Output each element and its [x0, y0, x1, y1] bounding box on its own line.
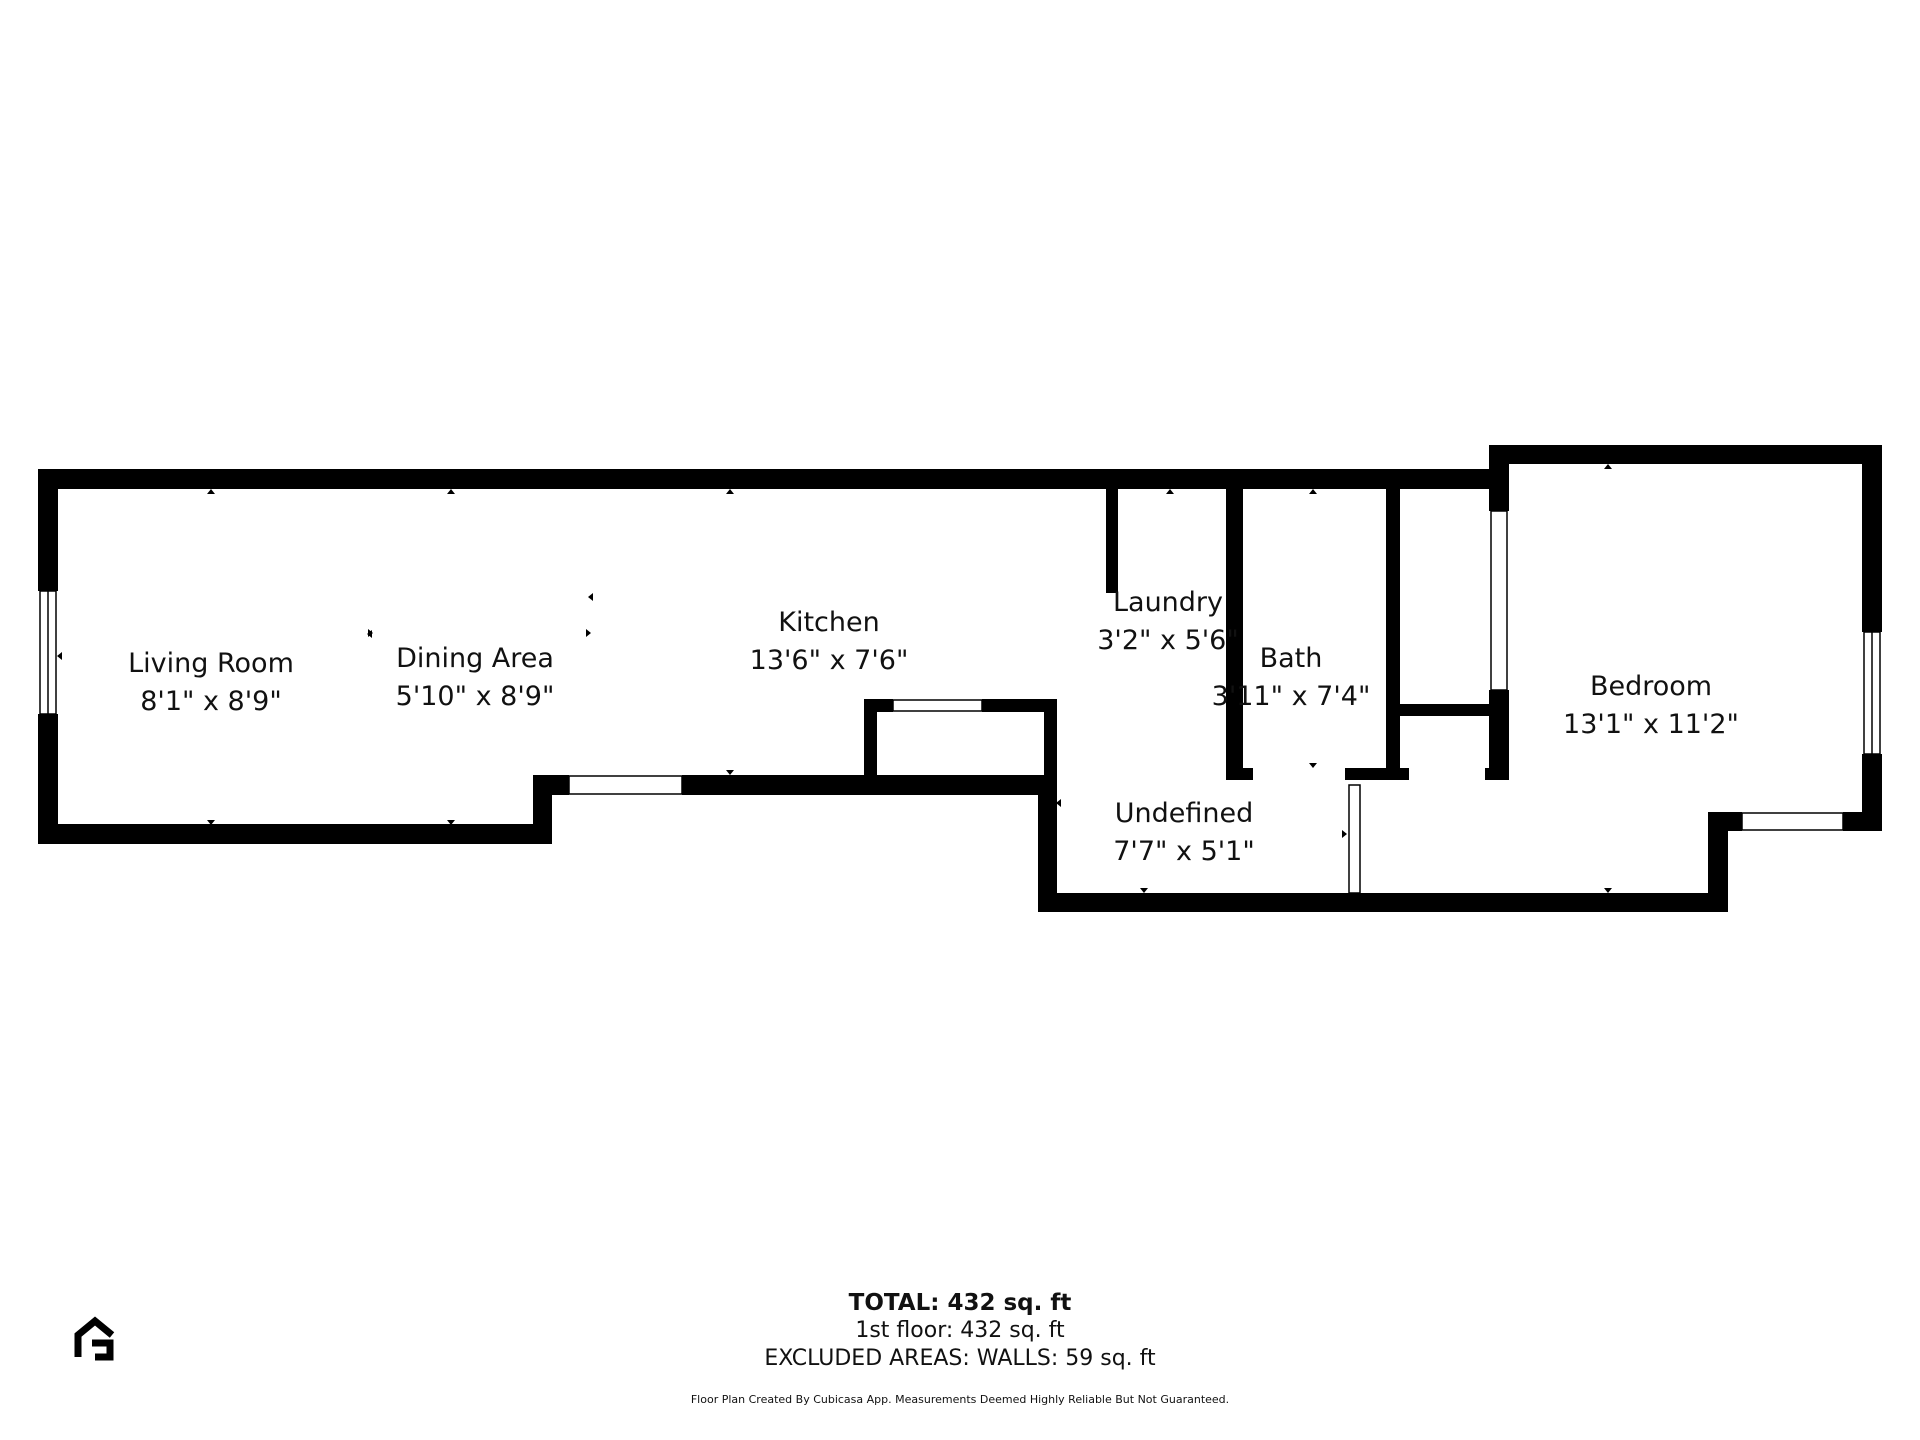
room-name: Laundry: [1112, 587, 1224, 618]
room-dimensions: 13'6" x 7'6": [749, 645, 909, 676]
windows: [39, 510, 1881, 894]
room-dimensions: 7'7" x 5'1": [1113, 836, 1255, 867]
room-laundry: Laundry 3'2" x 5'6": [1097, 584, 1239, 660]
room-name: Bath: [1259, 643, 1323, 674]
door-undefined: [1348, 784, 1361, 894]
room-dining-area: Dining Area 5'10" x 8'9": [396, 640, 555, 716]
room-name: Bedroom: [1589, 671, 1713, 702]
floor-area: 1st floor: 432 sq. ft: [855, 1318, 1065, 1343]
window-kitchen: [892, 699, 983, 712]
dimension-markers: [57, 464, 1612, 893]
disclaimer: Floor Plan Created By Cubicasa App. Meas…: [690, 1393, 1230, 1406]
room-name: Kitchen: [778, 607, 880, 638]
window-bedroom-bottom: [1741, 812, 1844, 831]
door-opening: [568, 775, 683, 795]
room-dimensions: 3'11" x 7'4": [1211, 681, 1371, 712]
total-area: TOTAL: 432 sq. ft: [848, 1290, 1072, 1316]
room-dimensions: 5'10" x 8'9": [395, 681, 555, 712]
room-dimensions: 8'1" x 8'9": [140, 686, 282, 717]
walls: [38, 445, 1882, 912]
room-living-room: Living Room 8'1" x 8'9": [128, 645, 294, 721]
room-kitchen: Kitchen 13'6" x 7'6": [750, 604, 909, 680]
room-name: Dining Area: [396, 643, 554, 674]
cubicasa-logo-icon: [74, 1316, 115, 1361]
excluded-areas: EXCLUDED AREAS: WALLS: 59 sq. ft: [764, 1346, 1156, 1371]
room-undefined: Undefined 7'7" x 5'1": [1113, 795, 1255, 871]
room-name: Undefined: [1114, 798, 1254, 829]
door-bedroom: [1490, 510, 1508, 691]
room-bedroom: Bedroom 13'1" x 11'2": [1563, 668, 1739, 744]
room-dimensions: 3'2" x 5'6": [1097, 625, 1239, 656]
room-bath: Bath 3'11" x 7'4": [1212, 640, 1371, 716]
room-name: Living Room: [128, 648, 294, 679]
room-dimensions: 13'1" x 11'2": [1563, 709, 1739, 740]
